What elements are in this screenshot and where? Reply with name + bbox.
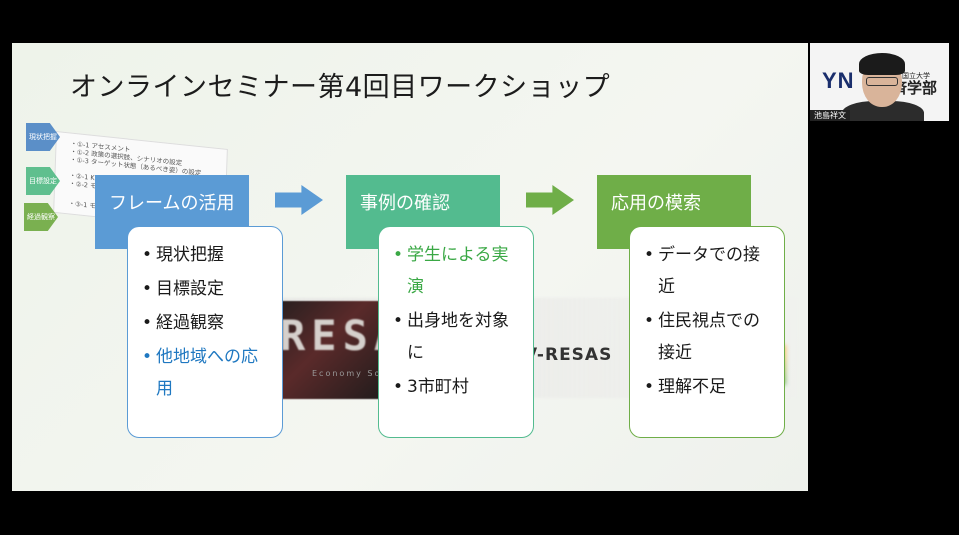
resas-image xyxy=(282,301,397,399)
presenter-body xyxy=(842,101,924,121)
university-label: 国立大学 xyxy=(902,72,930,80)
right-arrow-icon xyxy=(526,185,574,215)
presenter-name: 池島祥文 xyxy=(810,110,850,121)
v-resas-logo: V-RESAS xyxy=(524,345,613,365)
list-item: 理解不足 xyxy=(644,371,776,403)
list-item: 経過観察 xyxy=(142,307,274,339)
right-arrow-icon xyxy=(275,185,323,215)
department-label: 済学部 xyxy=(892,79,938,97)
list-item: 目標設定 xyxy=(142,273,274,305)
presentation-slide: RESAS Economy Society V-RESAS オンラインセミナー第… xyxy=(12,43,808,491)
stage-content-case-review: 学生による実演 出身地を対象に 3市町村 xyxy=(378,226,534,438)
list-item-highlight: 他地域への応用 xyxy=(142,341,274,405)
list-item: 3市町村 xyxy=(393,371,525,403)
list-item-highlight: 学生による実演 xyxy=(393,239,525,303)
stage-content-framework: 現状把握 目標設定 経過観察 他地域への応用 xyxy=(127,226,283,438)
list-item: データでの接近 xyxy=(644,239,776,303)
list-item: 現状把握 xyxy=(142,239,274,271)
stage-content-application: データでの接近 住民視点での接近 理解不足 xyxy=(629,226,785,438)
university-logo: YN xyxy=(822,68,855,93)
list-item: 出身地を対象に xyxy=(393,305,525,369)
presenter-glasses xyxy=(866,77,898,86)
resas-subtitle: Economy Society xyxy=(312,369,411,378)
slide-title: オンラインセミナー第4回目ワークショップ xyxy=(70,72,611,103)
list-item: 住民視点での接近 xyxy=(644,305,776,369)
webcam-thumbnail[interactable]: YN 国立大学 済学部 池島祥文 xyxy=(810,43,949,121)
presenter-hair xyxy=(859,53,905,75)
